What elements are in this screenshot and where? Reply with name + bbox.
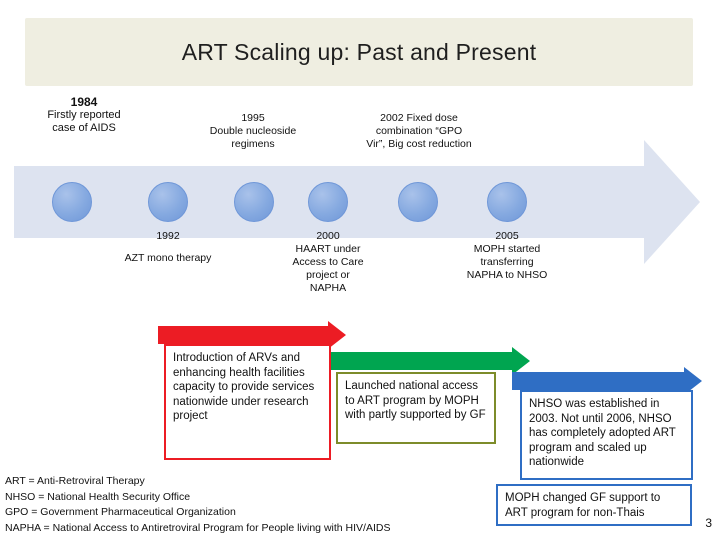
timeline-top-event-2-text: Double nucleoside regimens	[209, 125, 297, 150]
red-phase-bar-shaft	[158, 326, 328, 344]
timeline-bottom-event-2-year: 2000	[316, 230, 340, 242]
callout-arv-introduction: Introduction of ARVs and enhancing healt…	[164, 344, 331, 460]
timeline-top-event-2-year: 1995	[241, 112, 265, 124]
timeline-node-6	[487, 182, 527, 222]
footnote-art: ART = Anti-Retroviral Therapy	[5, 475, 145, 487]
timeline-bottom-event-1: 1992 AZT mono therapy	[124, 230, 212, 265]
timeline-top-event-3-text: Fixed dose combination “GPO Vir”, Big co…	[366, 112, 472, 150]
timeline-top-event-3: 2002 Fixed dose combination “GPO Vir”, B…	[366, 112, 472, 151]
callout-nhso-established-text: NHSO was established in 2003. Not until …	[529, 398, 676, 468]
timeline-bottom-event-2: 2000 HAART under Access to Care project …	[288, 230, 368, 295]
footnotes: ART = Anti-Retroviral Therapy NHSO = Nat…	[5, 474, 390, 536]
green-phase-bar	[330, 347, 530, 375]
red-phase-bar	[158, 321, 346, 349]
callout-national-access-text: Launched national access to ART program …	[345, 380, 486, 421]
timeline-top-event-3-year: 2002	[380, 112, 404, 124]
blue-phase-bar	[512, 367, 702, 395]
callout-national-access: Launched national access to ART program …	[336, 372, 496, 444]
timeline-bottom-event-3-year: 2005	[495, 230, 519, 242]
timeline-arrow-head	[644, 140, 700, 264]
timeline-top-event-3-year-text: 2002 Fixed dose combination “GPO Vir”, B…	[366, 112, 472, 151]
callout-gf-support-change-text: MOPH changed GF support to ART program f…	[505, 492, 661, 519]
green-phase-bar-shaft	[330, 352, 512, 370]
timeline-bottom-event-1-text: AZT mono therapy	[124, 252, 212, 264]
timeline-top-event-1-year: 1984	[70, 95, 98, 109]
footnote-nhso: NHSO = National Health Security Office	[5, 490, 191, 503]
timeline-top-event-2: 1995 Double nucleoside regimens	[206, 112, 300, 151]
title-banner	[25, 18, 693, 86]
blue-phase-bar-shaft	[512, 372, 684, 390]
page-number: 3	[705, 516, 712, 530]
callout-nhso-established: NHSO was established in 2003. Not until …	[520, 390, 693, 480]
timeline-node-2	[148, 182, 188, 222]
callout-gf-support-change: MOPH changed GF support to ART program f…	[496, 484, 692, 526]
timeline-bottom-event-3-text: MOPH started transferring NAPHA to NHSO	[466, 243, 548, 281]
page-title: ART Scaling up: Past and Present	[181, 38, 537, 65]
footnote-gpo: GPO = Government Pharmaceutical Organiza…	[5, 506, 236, 518]
timeline-top-event-1: 1984 Firstly reported case of AIDS	[38, 96, 130, 135]
callout-arv-introduction-text: Introduction of ARVs and enhancing healt…	[173, 352, 315, 422]
timeline-bottom-event-1-year: 1992	[156, 230, 180, 242]
blue-phase-bar-arrowhead	[684, 367, 702, 395]
timeline-node-3	[234, 182, 274, 222]
timeline-bottom-event-2-text: HAART under Access to Care project or NA…	[292, 243, 364, 294]
red-phase-bar-arrowhead	[328, 321, 346, 349]
timeline-top-event-1-text: Firstly reported case of AIDS	[47, 109, 121, 134]
timeline-node-1	[52, 182, 92, 222]
timeline-node-4	[308, 182, 348, 222]
timeline-node-5	[398, 182, 438, 222]
footnote-napha: NAPHA = National Access to Antiretrovira…	[5, 521, 391, 534]
green-phase-bar-arrowhead	[512, 347, 530, 375]
timeline-bottom-event-3: 2005 MOPH started transferring NAPHA to …	[466, 230, 548, 282]
